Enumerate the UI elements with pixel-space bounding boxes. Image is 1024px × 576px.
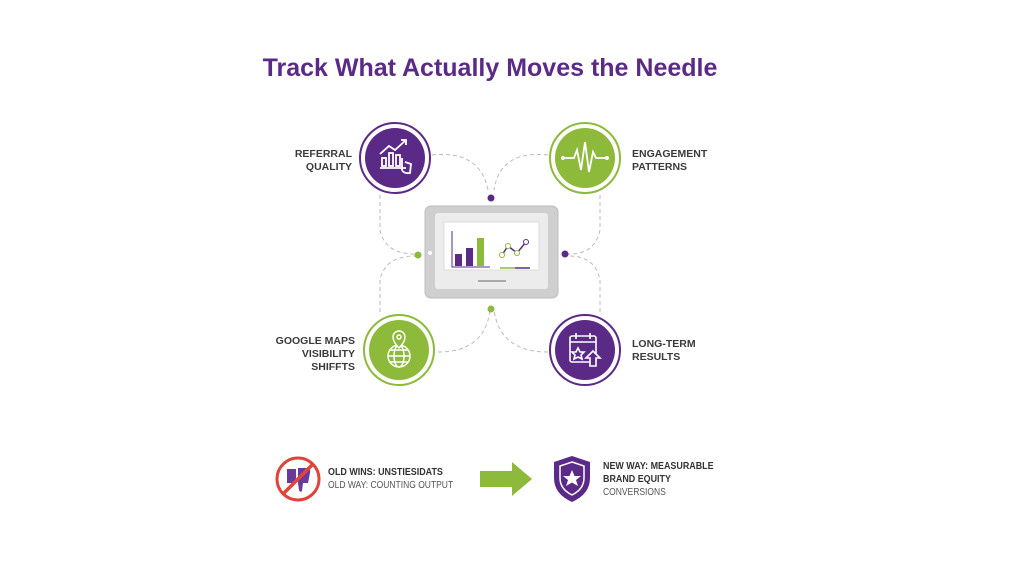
- old-way-subtitle: OLD WAY: COUNTING OUTPUT: [328, 480, 454, 491]
- metric-label-referral-quality: REFERRAL QUALITY: [262, 148, 352, 174]
- label-line: ENGAGEMENT: [632, 148, 708, 160]
- label-line: QUALITY: [305, 161, 352, 173]
- new-way-block: NEW WAY: MEASURABLE BRAND EQUITY CONVERS…: [603, 460, 714, 499]
- metric-label-google-maps: GOOGLE MAPS VISIBILITY SHIFFTS: [255, 335, 355, 374]
- old-way-block: OLD WINS: UNSTIESIDATS OLD WAY: COUNTING…: [328, 466, 453, 492]
- bar-chart-growth-hand-icon: [359, 122, 431, 194]
- shield-star-icon: [554, 456, 590, 502]
- calendar-star-arrow-icon: [549, 314, 621, 386]
- label-line: RESULTS: [632, 351, 681, 363]
- label-line: GOOGLE MAPS: [275, 335, 355, 347]
- right-arrow-icon: [480, 462, 532, 496]
- old-way-title: OLD WINS: UNSTIESIDATS: [328, 466, 443, 478]
- label-line: REFERRAL: [294, 148, 352, 160]
- new-way-subtitle: CONVERSIONS: [603, 487, 666, 498]
- label-line: PATTERNS: [632, 161, 688, 173]
- no-thumbs-down-icon: [275, 456, 321, 502]
- pulse-wave-icon: [549, 122, 621, 194]
- metric-label-engagement-patterns: ENGAGEMENT PATTERNS: [632, 148, 742, 174]
- metric-label-long-term-results: LONG-TERM RESULTS: [632, 338, 742, 364]
- connector-dot: [561, 250, 569, 258]
- connector-dot: [487, 194, 495, 202]
- label-line: SHIFFTS: [311, 361, 355, 373]
- tablet-dashboard-icon: [424, 205, 559, 299]
- new-way-title: BRAND EQUITY: [603, 473, 671, 485]
- new-way-title: NEW WAY: MEASURABLE: [603, 460, 714, 472]
- label-line: LONG-TERM: [632, 338, 696, 350]
- connector-dot: [487, 305, 495, 313]
- connector-dot: [414, 251, 422, 259]
- map-pin-globe-icon: [363, 314, 435, 386]
- page-title: Track What Actually Moves the Needle: [262, 54, 718, 82]
- label-line: VISIBILITY: [301, 348, 355, 360]
